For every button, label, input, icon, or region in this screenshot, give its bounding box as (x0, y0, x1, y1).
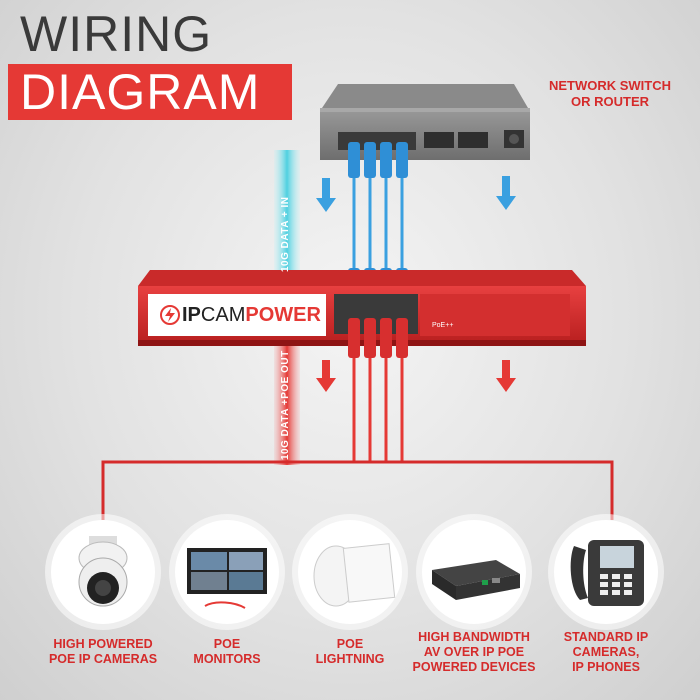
injector-brand: IPCAMPOWER (182, 300, 321, 330)
label-line: HIGH POWERED (53, 637, 153, 651)
device-label-light: POE LIGHTNING (280, 637, 420, 667)
red-connectors (348, 318, 408, 358)
device-label-monitor: POE MONITORS (157, 637, 297, 667)
device-label-camera: HIGH POWERED POE IP CAMERAS (33, 637, 173, 667)
ptz-camera-icon (78, 536, 128, 607)
down-arrow-red-icon (316, 360, 516, 392)
label-line: POE (213, 637, 241, 651)
label-line: CAMERAS, (572, 645, 640, 659)
label-line: POE (336, 637, 364, 651)
av-device-icon (432, 560, 520, 600)
label-line: HIGH BANDWIDTH (418, 630, 530, 644)
label-line: STANDARD IP (563, 630, 649, 644)
label-line: LIGHTNING (315, 652, 385, 666)
label-line: POE IP CAMERAS (48, 652, 158, 666)
down-arrow-blue-icon (316, 176, 516, 212)
blue-cables (352, 150, 404, 290)
label-line: IP PHONES (572, 660, 640, 674)
poe-out-bar (274, 335, 300, 465)
label-line: AV OVER IP POE (423, 645, 525, 659)
brand-suffix: POWER (245, 304, 321, 326)
distribution-line (101, 460, 614, 520)
injector-small-text: PoE++ (432, 322, 454, 329)
label-line: MONITORS (193, 652, 261, 666)
device-circle-av (422, 520, 526, 624)
device-label-av: HIGH BANDWIDTH AV OVER IP POE POWERED DE… (404, 630, 544, 675)
title-line-2: DIAGRAM (20, 64, 261, 120)
switch-label-line-2: OR ROUTER (571, 94, 649, 109)
title-line-1: WIRING (20, 6, 213, 62)
data-in-label: 10G DATA + IN (280, 196, 291, 273)
switch-label-line-1: NETWORK SWITCH (548, 78, 672, 93)
switch-label: NETWORK SWITCH OR ROUTER (530, 78, 690, 110)
ceiling-light-icon (313, 543, 396, 607)
poe-injector-device (138, 270, 586, 346)
device-label-phone: STANDARD IP CAMERAS, IP PHONES (536, 630, 676, 675)
device-circle-monitor (175, 520, 279, 624)
brand-mid: CAM (200, 304, 246, 326)
device-circle-phone (554, 520, 658, 624)
device-circle-camera (51, 520, 155, 624)
data-in-bar (274, 150, 300, 275)
monitor-icon (187, 548, 267, 609)
label-line: POWERED DEVICES (412, 660, 536, 674)
device-circle-light (298, 520, 402, 624)
poe-out-label: 10G DATA +POE OUT (280, 350, 291, 460)
ip-phone-icon (570, 540, 644, 606)
title-highlight (8, 64, 292, 120)
brand-prefix: IP (182, 304, 201, 326)
